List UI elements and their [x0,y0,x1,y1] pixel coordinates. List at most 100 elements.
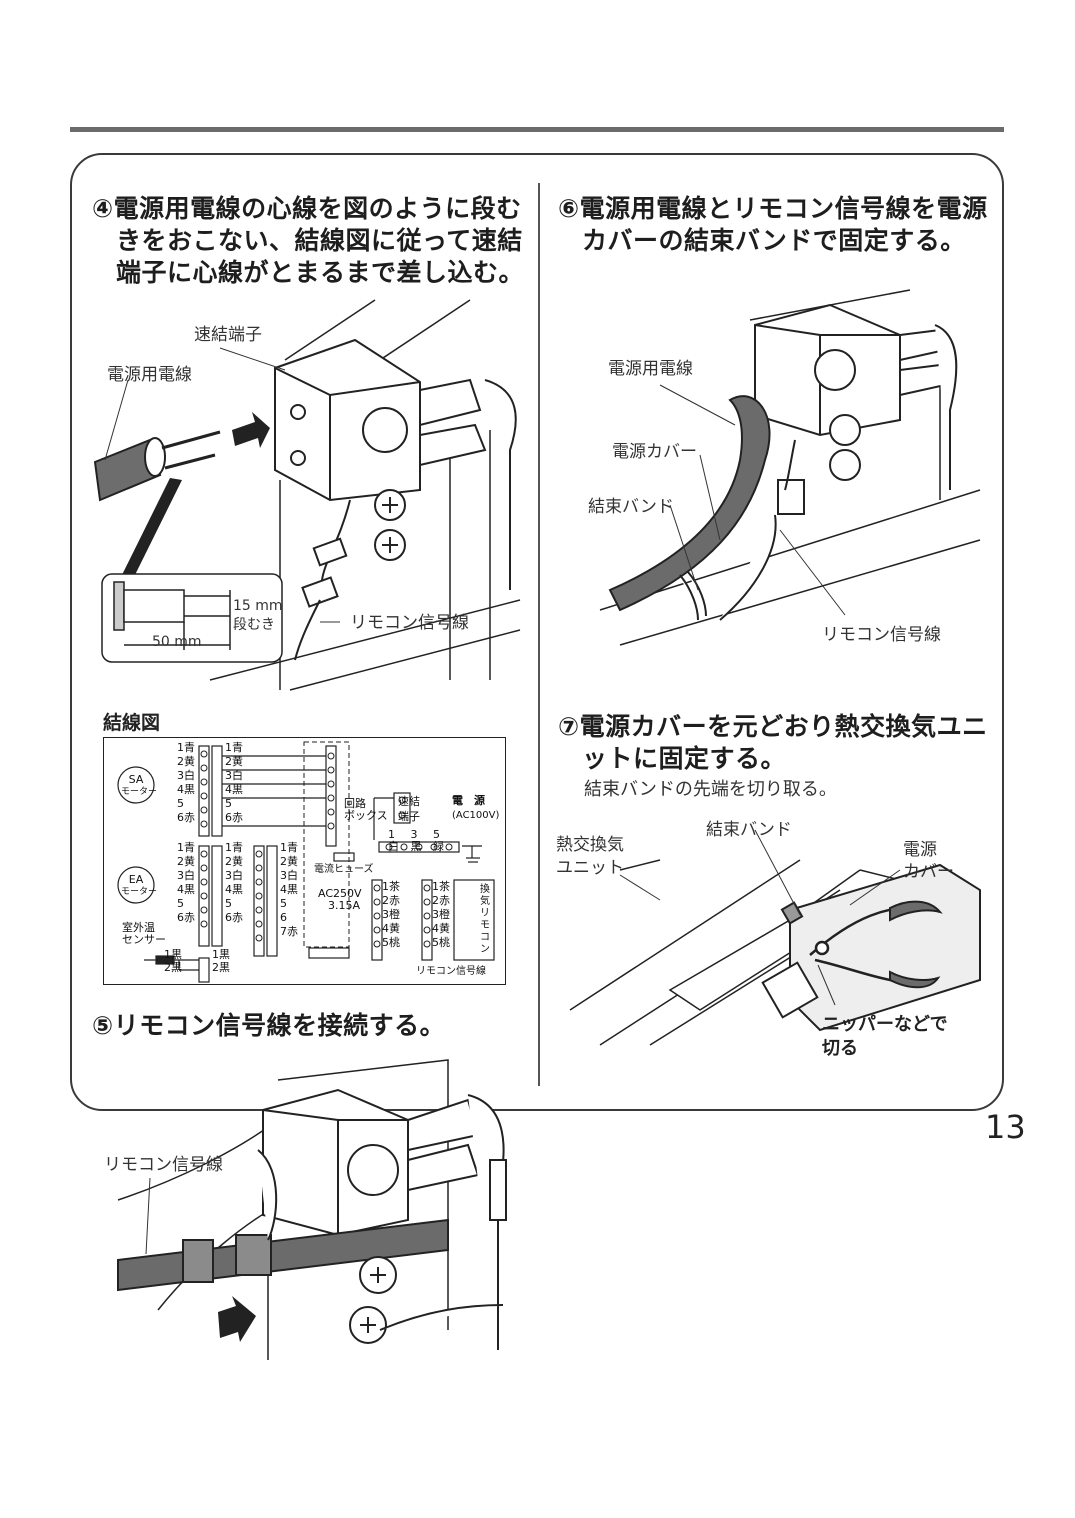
terminal-numbers: 1 3 5 [388,828,446,841]
row1-4: 4黒 [177,783,195,796]
row2r-5: 5 [225,897,232,910]
step7-illustration [569,829,981,1046]
step7-subtext: 結束バンドの先端を切り取る。 [584,779,837,800]
step4-line3: 端子に心線がとまるまで差し込む。 [116,258,525,287]
sa-motor-name: SA [128,773,144,786]
sa-motor-label: SA モーター [121,773,158,798]
step7-line2: ットに固定する。 [582,744,787,773]
step6-label-power-cover: 電源カバー [612,442,697,462]
step4-illustration [93,299,521,691]
step4-line1: ④電源用電線の心線を図のように段む [92,194,522,223]
row2r-4: 4黒 [225,883,243,896]
remote-a-3: 3橙 [382,908,400,921]
wiring-lines [117,741,495,983]
sensor-row-2: 2黒 [164,961,182,974]
remote-signal-label: リモコン信号線 [416,966,486,977]
remote-b-3: 3橙 [432,908,450,921]
row3-7: 7赤 [280,925,298,938]
terminal-colors: 白 黒 緑 [388,840,448,853]
fuse-label: 電流ヒューズ [314,864,374,875]
circuit-box-line1: 回路 [344,797,366,810]
inset-50mm-label: 50 mm [152,634,202,650]
quick-terminal-line2: 端子 [398,810,420,823]
remote-b-4: 4黄 [432,922,450,935]
row2-4: 4黒 [177,883,195,896]
row1-2: 2黄 [177,755,195,768]
row3-3: 3白 [280,869,298,882]
row1-3: 3白 [177,769,195,782]
step7-label-unit-2: ユニット [556,858,624,878]
outdoor-sensor-line1: 室外温 [122,921,155,934]
step6-line2: カバーの結束バンドで固定する。 [582,226,966,255]
ea-motor-name: EA [128,873,144,886]
row2r-6: 6赤 [225,911,243,924]
row1r-5: 5 [225,797,232,810]
row1-6: 6赤 [177,811,195,824]
sensor-row-1: 1黒 [164,948,182,961]
step7-label-band: 結束バンド [706,820,792,840]
fuse-spec-line2: 3.15A [328,899,361,912]
circuit-box-label: 回路ボックス [344,798,388,822]
outdoor-sensor-line2: センサー [122,933,166,946]
step4-heading: ④電源用電線の心線を図のように段む きをおこない、結線図に従って速結 端子に心線… [92,193,524,289]
content-frame [70,153,1004,1111]
header-rule [70,127,1004,132]
row1r-4: 4黒 [225,783,243,796]
row1r-1: 1青 [225,741,243,754]
sensor-row-r2: 2黒 [212,961,230,974]
remote-b-2: 2赤 [432,894,450,907]
power-spec: (AC100V) [452,810,500,821]
remote-a-4: 4黄 [382,922,400,935]
step7-label-nipper-2: 切る [822,1038,858,1059]
row2r-1: 1青 [225,841,243,854]
row2-6: 6赤 [177,911,195,924]
remote-a-2: 2赤 [382,894,400,907]
step4-label-power-wire: 電源用電線 [107,365,192,385]
quick-terminal-line1: 速結 [398,795,420,808]
row3-4: 4黒 [280,883,298,896]
step5-illustration [117,1059,507,1360]
remote-unit-label: 換気リモコン [480,884,490,955]
row2r-3: 3白 [225,869,243,882]
row2-2: 2黄 [177,855,195,868]
step6-heading: ⑥電源用電線とリモコン信号線を電源 カバーの結束バンドで固定する。 [558,193,988,257]
step6-illustration [599,289,981,646]
wiring-title: 結線図 [103,712,161,734]
step7-line1: ⑦電源カバーを元どおり熱交換気ユニ [558,712,988,741]
step4-label-terminal: 速結端子 [194,325,262,345]
ea-motor-label: EA モーター [121,873,157,898]
step7-label-unit-1: 熱交換気 [556,835,624,855]
step5-heading: ⑤リモコン信号線を接続する。 [92,1011,446,1040]
row2r-2: 2黄 [225,855,243,868]
row3-6: 6 [280,911,287,924]
sensor-row-r1: 1黒 [212,948,230,961]
step7-label-cover-2: カバー [903,862,954,882]
inset-strip-label: 段むき [233,617,275,633]
row1r-2: 2黄 [225,755,243,768]
row3-5: 5 [280,897,287,910]
row3-1: 1青 [280,841,298,854]
power-label: 電 源 [452,794,485,807]
row2-1: 1青 [177,841,195,854]
step7-heading: ⑦電源カバーを元どおり熱交換気ユニ ットに固定する。 [558,711,988,775]
sa-motor-type: モーター [121,787,158,797]
row1r-3: 3白 [225,769,243,782]
step6-label-remote-wire: リモコン信号線 [822,625,941,645]
quick-terminal-label: 速結端子 [398,794,420,824]
fuse-spec-line1: AC250V [318,887,362,900]
step7-label-cover-1: 電源 [903,840,937,860]
row2-3: 3白 [177,869,195,882]
inset-15mm-label: 15 mm [233,598,283,614]
step4-line2: きをおこない、結線図に従って速結 [116,226,523,255]
step7-label-nipper-1: ニッパーなどで [822,1014,948,1035]
page-number: 13 [985,1108,1026,1146]
